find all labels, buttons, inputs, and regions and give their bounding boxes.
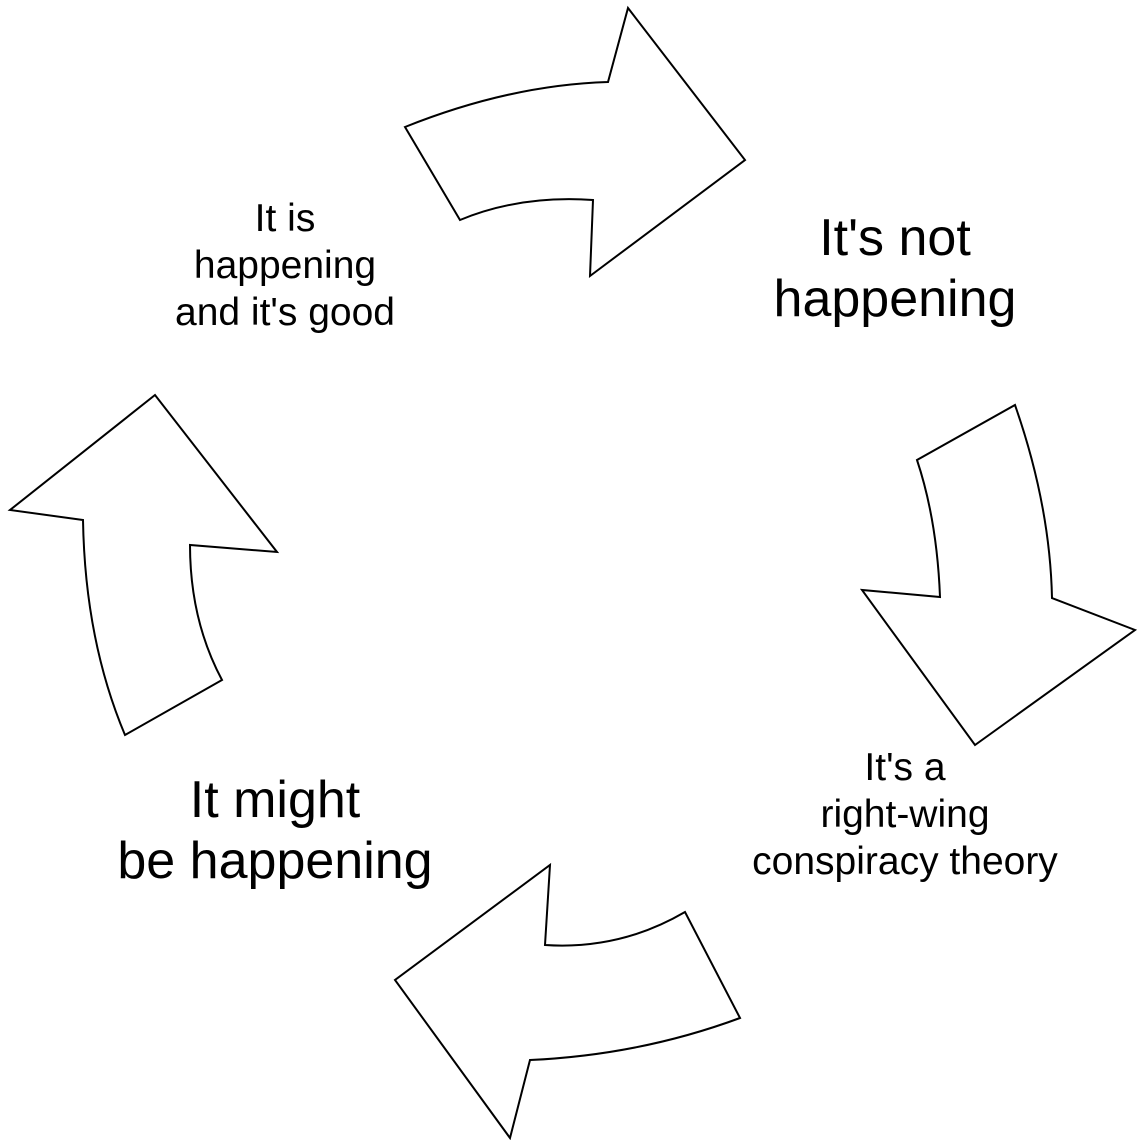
stage-label-line: It might — [189, 771, 361, 829]
curved-arrow-icon — [393, 862, 742, 1140]
stage-label-line: happening — [193, 243, 377, 287]
curved-arrow-icon — [7, 393, 280, 737]
stage-label-line: It is — [254, 197, 316, 240]
stage-label-line: It's a — [864, 746, 946, 789]
stage-label-line: be happening — [117, 831, 433, 890]
curved-arrow-icon — [403, 5, 747, 279]
stage-label-conspiracy-theory: It's a right-wing conspiracy theory — [705, 745, 1105, 885]
stage-label-line: It's not — [819, 209, 971, 267]
curved-arrow-icon — [859, 403, 1138, 747]
stage-label-line: happening — [773, 269, 1017, 328]
stage-label-line: conspiracy theory — [752, 839, 1058, 883]
stage-label-line: right-wing — [820, 792, 990, 836]
stage-label-not-happening: It's not happening — [715, 208, 1075, 330]
stage-label-happening-and-good: It is happening and it's good — [105, 196, 465, 336]
stage-label-might-be-happening: It might be happening — [55, 770, 495, 892]
stage-label-line: and it's good — [175, 290, 395, 334]
